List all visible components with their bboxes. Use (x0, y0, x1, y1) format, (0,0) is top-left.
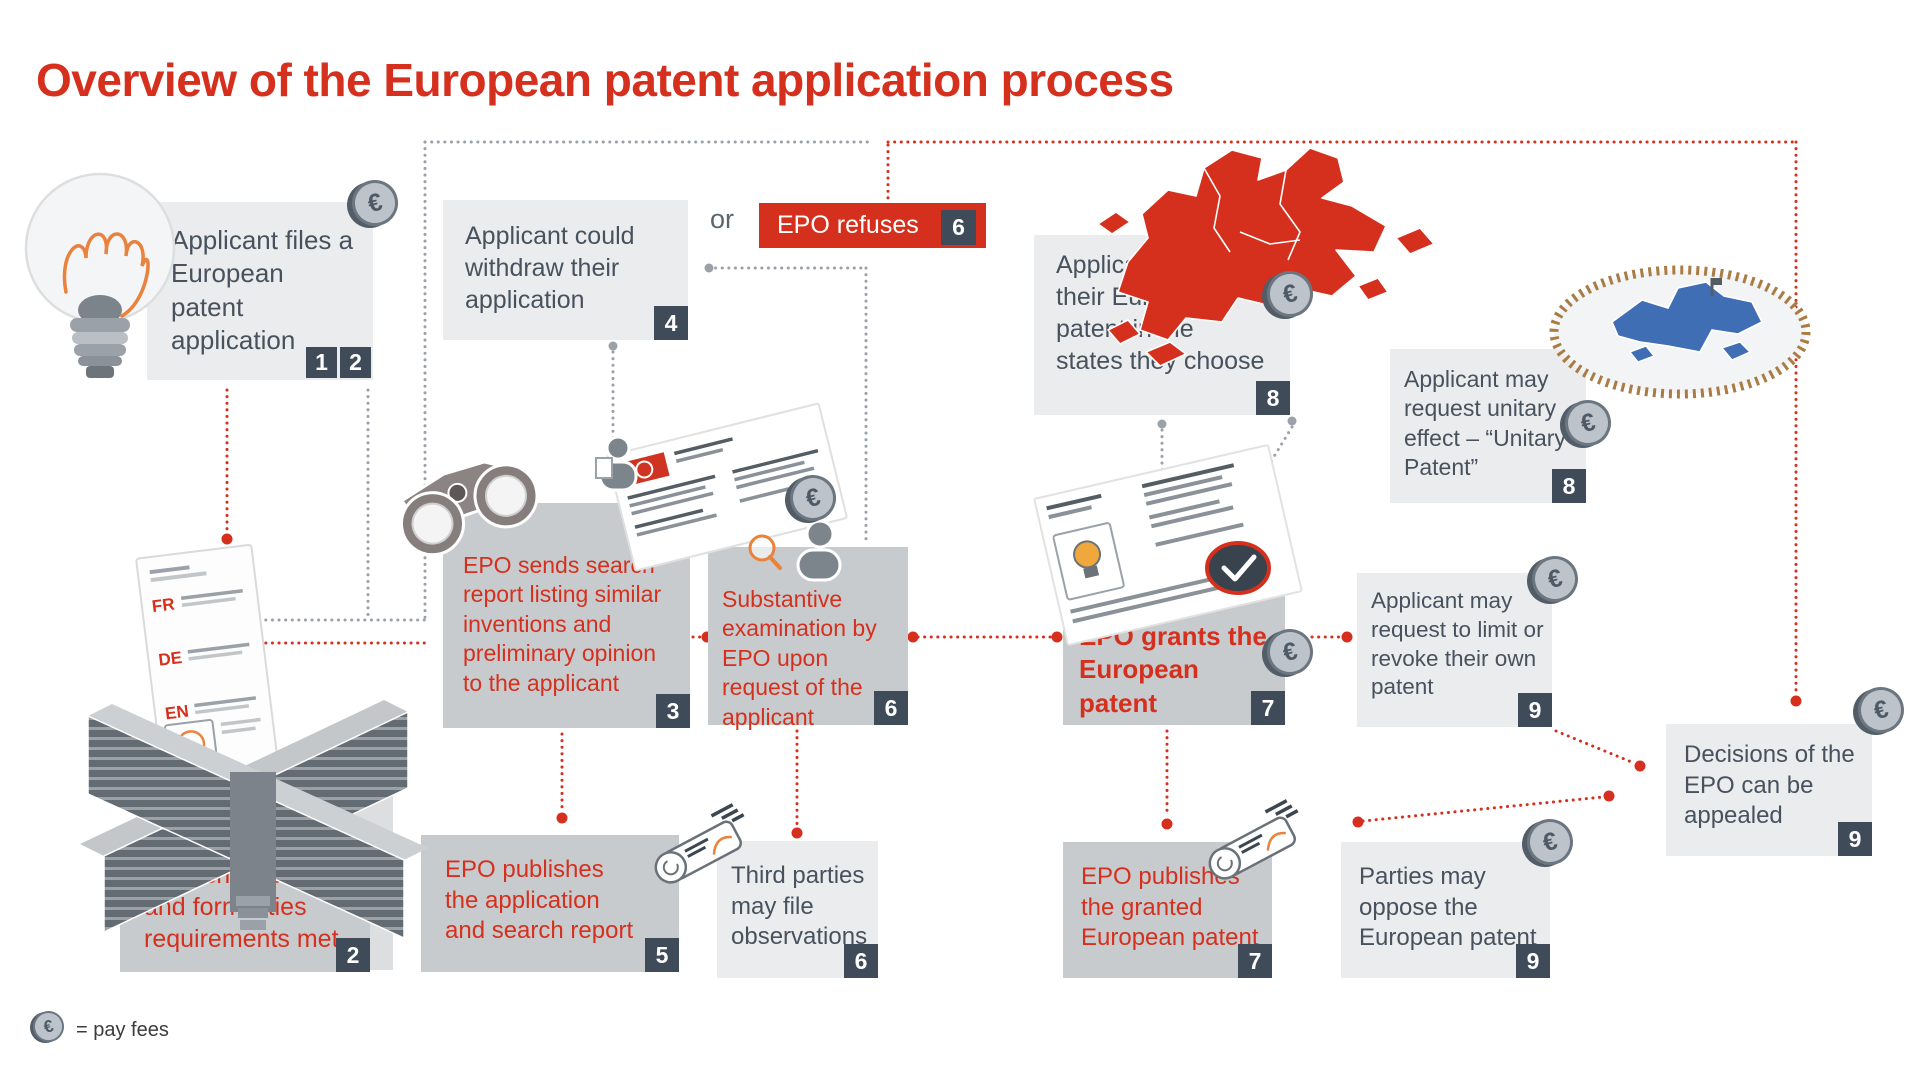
step-badge: 6 (874, 691, 908, 725)
euro-coin-icon: € (1522, 814, 1578, 870)
step-box-validates: Applicant validates their European paten… (1034, 235, 1290, 415)
step-box-appeal: Decisions of the EPO can be appealed 9 (1666, 724, 1872, 856)
euro-coin-icon: € (347, 175, 403, 231)
step-badge: 6 (941, 210, 976, 245)
step-box-files: Applicant files a European patent applic… (147, 202, 373, 380)
step-badge: 9 (1516, 944, 1550, 978)
doc-lang-en: EN (164, 702, 190, 724)
step-badge: 7 (1251, 691, 1285, 725)
step-badge: 8 (1256, 381, 1290, 415)
euro-coin-icon: € (29, 1007, 68, 1046)
doc-lang-fr: FR (151, 594, 176, 616)
step-badge: 7 (1238, 944, 1272, 978)
step-badge: 8 (1552, 469, 1586, 503)
step-box-grants: EPO grants the European patent 7 (1063, 558, 1285, 725)
step-box-oppose: Parties may oppose the European patent 9 (1341, 842, 1550, 978)
euro-coin-icon: € (1262, 266, 1318, 322)
step-text: EPO publishes the granted European paten… (1081, 863, 1259, 952)
step-text: Applicant could withdraw their applicati… (465, 222, 635, 314)
step-box-withdraw: Applicant could withdraw their applicati… (443, 200, 688, 340)
step-text: Parties may oppose the European patent (1359, 863, 1537, 952)
step-box-publish-granted: EPO publishes the granted European paten… (1063, 842, 1272, 978)
doc-lang-de: DE (157, 648, 183, 670)
step-text: Applicant may request to limit or revoke… (1371, 588, 1544, 700)
step-box-unitary: Applicant may request unitary effect – “… (1390, 349, 1586, 503)
fence-icon (1549, 265, 1811, 399)
step-text: Applicant may request unitary effect – “… (1404, 366, 1566, 481)
step-badge: 9 (1838, 822, 1872, 856)
step-badge: 5 (645, 938, 679, 972)
refuse-banner: EPO refuses 6 (759, 203, 986, 248)
euro-coin-icon: € (1853, 682, 1909, 738)
step-text: EPO sends search report listing similar … (463, 552, 662, 696)
step-box-search: EPO sends search report listing similar … (443, 503, 690, 728)
step-badge: 4 (654, 306, 688, 340)
page-title: Overview of the European patent applicat… (36, 53, 1174, 106)
refuse-label: EPO refuses (777, 211, 919, 239)
step-box-third-parties: Third parties may file observations 6 (717, 841, 878, 978)
step-badge: 9 (1518, 693, 1552, 727)
application-document-icon: FR DE EN (135, 543, 281, 792)
step-badge: 2 (336, 938, 370, 972)
step-box-checks: EPO checks filing and formalities requir… (120, 835, 370, 972)
step-badge: 1 (306, 347, 337, 378)
step-box-substantive: Substantive examination by EPO upon requ… (708, 547, 908, 730)
or-label: or (710, 204, 735, 234)
step-badge: 6 (844, 944, 878, 978)
step-text: EPO publishes the application and search… (445, 856, 634, 945)
euro-coin-icon: € (1262, 624, 1318, 680)
unitary-map-icon (1549, 265, 1811, 399)
step-text: Substantive examination by EPO upon requ… (722, 586, 877, 730)
step-text: Applicant files a European patent applic… (171, 225, 354, 355)
euro-coin-icon: € (1560, 395, 1616, 451)
euro-coin-icon: € (785, 470, 841, 526)
legend-pay-fees-label: = pay fees (76, 1019, 169, 1041)
step-box-limit: Applicant may request to limit or revoke… (1357, 573, 1552, 727)
step-text: Third parties may file observations (731, 862, 868, 951)
examiner-person-icon (595, 435, 638, 492)
step-text: EPO grants the European patent (1079, 621, 1267, 718)
step-badge: 2 (340, 347, 371, 378)
step-text: Decisions of the EPO can be appealed (1684, 741, 1855, 830)
step-box-publish-application: EPO publishes the application and search… (421, 835, 679, 972)
euro-coin-icon: € (1527, 551, 1583, 607)
step-badge: 3 (656, 694, 690, 728)
step-text: Applicant validates their European paten… (1056, 251, 1265, 375)
step-text: EPO checks filing and formalities requir… (144, 861, 340, 953)
